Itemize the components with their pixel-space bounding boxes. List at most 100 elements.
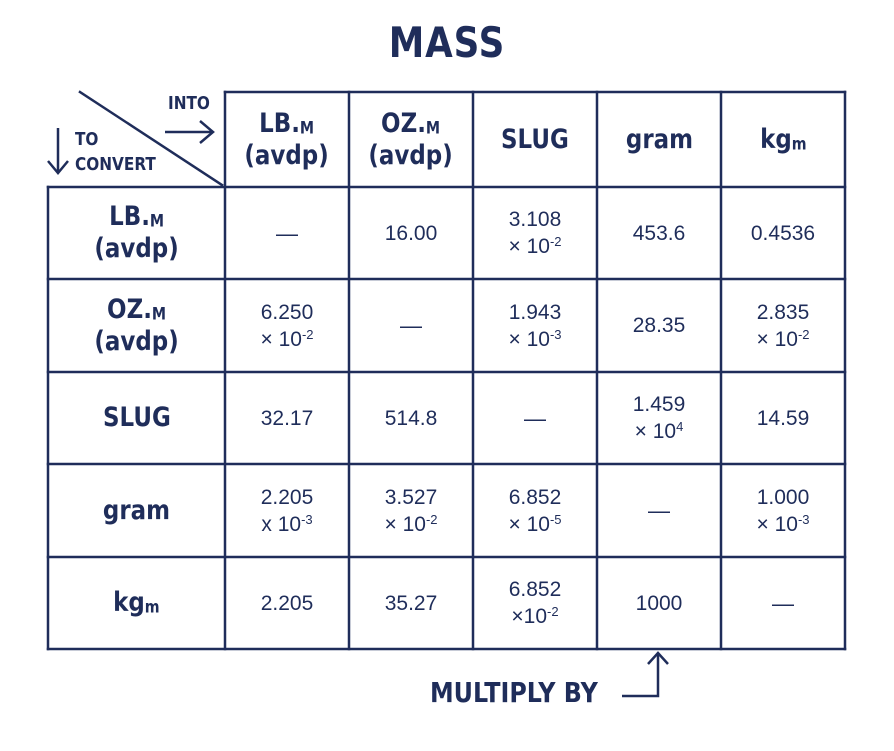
value-exponent-line: × 10-2	[756, 326, 809, 353]
row-header-1-subscript: M	[151, 303, 167, 324]
column-header-0-main: LB.	[259, 107, 301, 139]
cell-value: 32.17	[261, 405, 314, 432]
column-header-3-name: gram	[625, 124, 692, 156]
table-cell: —	[473, 372, 597, 464]
to-label: TO	[75, 129, 99, 150]
table-cell: 1.000× 10-3	[721, 464, 845, 557]
cell-value: 3.108× 10-2	[508, 206, 561, 260]
column-header-1-main: OZ.	[381, 107, 427, 139]
value-exponent-line: × 10-5	[508, 511, 561, 538]
value-exponent: -3	[301, 511, 313, 527]
row-header-4-label: kgm	[113, 587, 160, 619]
value-mantissa: 1000	[635, 591, 683, 615]
row-header-2-label: SLUG	[103, 402, 171, 434]
value-exponent-line: × 10-2	[260, 326, 313, 353]
table-cell: 32.17	[225, 372, 349, 464]
value-mantissa: 3.527	[384, 485, 438, 509]
value-base: × 10	[756, 512, 798, 536]
row-header-4-subscript: m	[144, 596, 160, 617]
column-header-4-subscript: m	[791, 133, 807, 154]
table-cell: 0.4536	[721, 187, 845, 279]
row-header-0: LB.M(avdp)	[48, 187, 225, 279]
table-cell: 1.943× 10-3	[473, 279, 597, 372]
column-header-1-name: OZ.M	[369, 108, 453, 140]
value-exponent-line: × 10-3	[508, 326, 561, 353]
value-exponent: -2	[549, 233, 562, 249]
column-header-1-label: OZ.M(avdp)	[369, 108, 453, 172]
value-mantissa: 6.250	[260, 300, 314, 324]
cell-value: 6.852× 10-5	[508, 484, 561, 538]
value-exponent-line: x 10-3	[261, 511, 314, 538]
table-cell: 6.250× 10-2	[225, 279, 349, 372]
column-header-4-main: kg	[759, 123, 792, 155]
value-exponent: -3	[797, 511, 810, 527]
table-cell: 6.852×10-2	[473, 557, 597, 649]
column-header-2-name: SLUG	[501, 124, 569, 156]
column-header-0-label: LB.M(avdp)	[245, 108, 329, 172]
value-mantissa: 2.205	[260, 591, 314, 615]
cell-value: 453.6	[633, 220, 686, 247]
cell-value: 514.8	[385, 405, 438, 432]
row-header-1: OZ.M(avdp)	[48, 279, 225, 372]
page-title: MASS	[388, 18, 506, 67]
table-cell: 3.108× 10-2	[473, 187, 597, 279]
table-cell: 453.6	[597, 187, 721, 279]
column-header-1: OZ.M(avdp)	[349, 92, 473, 187]
cell-value: 1000	[636, 590, 683, 617]
value-exponent-line: × 10-3	[756, 511, 809, 538]
table-cell: 2.835× 10-2	[721, 279, 845, 372]
value-exponent: -2	[797, 326, 810, 342]
cell-value: 3.527× 10-2	[384, 484, 437, 538]
cell-value: 1.943× 10-3	[508, 299, 561, 353]
convert-label: CONVERT	[75, 154, 156, 175]
value-exponent-line: × 104	[633, 418, 686, 445]
table-cell: 16.00	[349, 187, 473, 279]
value-mantissa: 1.943	[508, 300, 562, 324]
table-cell: 2.205	[225, 557, 349, 649]
row-header-1-name: OZ.M	[94, 294, 178, 326]
value-mantissa: 2.835	[756, 300, 810, 324]
value-base: ×10	[511, 605, 548, 628]
dash-placeholder: —	[276, 220, 298, 246]
value-mantissa: 14.59	[756, 406, 810, 430]
dash-placeholder: —	[648, 498, 670, 523]
value-base: × 10	[260, 327, 302, 351]
table-cell: 1.459× 104	[597, 372, 721, 464]
cell-value: 35.27	[385, 590, 438, 617]
dash-placeholder: —	[772, 590, 794, 616]
row-header-1-qualifier: (avdp)	[94, 325, 179, 357]
table-cell: 3.527× 10-2	[349, 464, 473, 557]
row-header-4: kgm	[48, 557, 225, 649]
row-header-3-name: gram	[103, 495, 170, 527]
table-cell: 6.852× 10-5	[473, 464, 597, 557]
table-cell: —	[721, 557, 845, 649]
row-header-3-label: gram	[103, 495, 170, 527]
cell-value: 6.852×10-2	[509, 576, 562, 630]
table-cell: 514.8	[349, 372, 473, 464]
column-header-3: gram	[597, 92, 721, 187]
value-mantissa: 0.4536	[750, 221, 816, 245]
cell-value: 6.250× 10-2	[260, 299, 313, 353]
column-header-0: LB.M(avdp)	[225, 92, 349, 187]
value-mantissa: 1.000	[756, 485, 810, 509]
row-header-1-main: OZ.	[106, 293, 152, 325]
cell-value: 16.00	[385, 220, 438, 247]
row-header-2: SLUG	[48, 372, 225, 464]
value-exponent: -2	[301, 326, 314, 342]
value-base: × 10	[508, 235, 550, 258]
column-header-2: SLUG	[473, 92, 597, 187]
table-cell: 14.59	[721, 372, 845, 464]
dash-placeholder: —	[400, 313, 422, 338]
row-header-4-name: kgm	[113, 587, 160, 619]
value-exponent-line: × 10-2	[508, 233, 561, 260]
table-cell: —	[225, 187, 349, 279]
table-cell: 28.35	[597, 279, 721, 372]
value-mantissa: 16.00	[384, 221, 438, 245]
row-header-0-name: LB.M	[94, 201, 178, 233]
value-mantissa: 6.852	[508, 578, 562, 601]
value-base: × 10	[508, 512, 550, 536]
cell-value: 2.835× 10-2	[756, 299, 809, 353]
column-header-0-name: LB.M	[245, 108, 329, 140]
